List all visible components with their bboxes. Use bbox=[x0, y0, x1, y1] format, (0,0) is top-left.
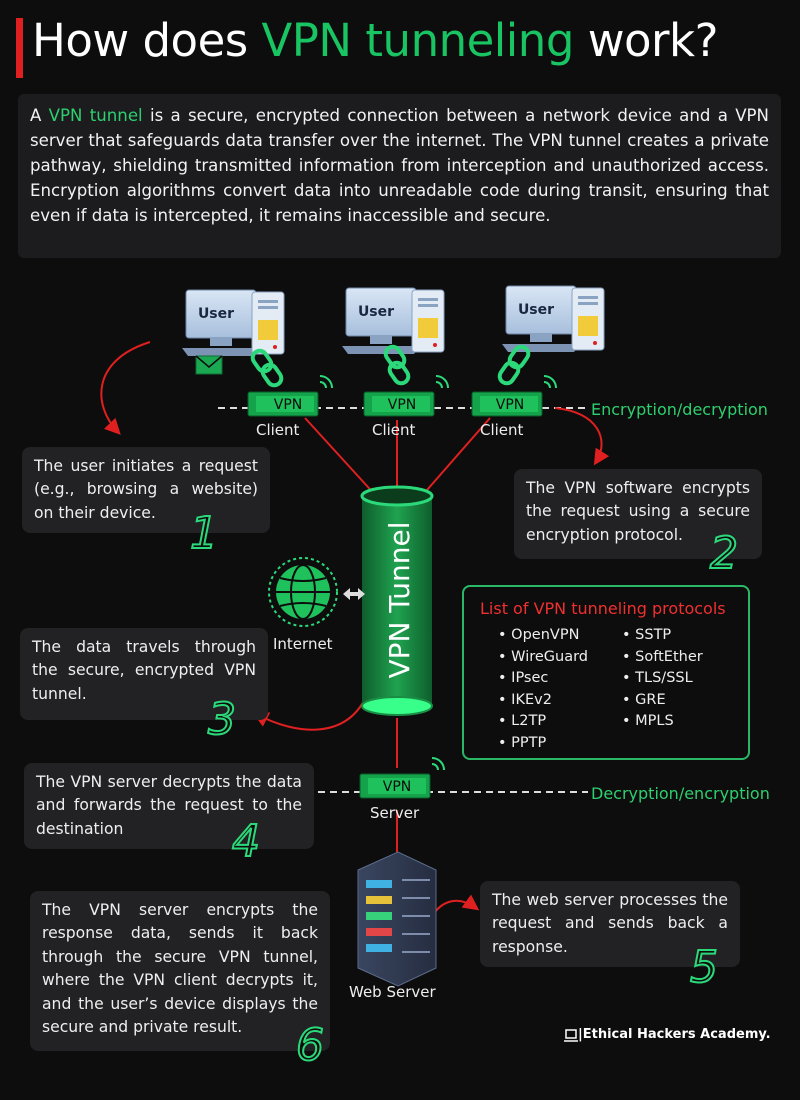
user-label-3: User bbox=[518, 302, 554, 318]
double-arrow-icon bbox=[343, 588, 365, 600]
wifi-icon bbox=[431, 757, 445, 771]
protocol-item: GRE bbox=[622, 690, 703, 712]
vpn-box-client-2 bbox=[363, 375, 449, 417]
intro-paragraph: A VPN tunnel is a secure, encrypted conn… bbox=[18, 94, 781, 258]
client-label-3: Client bbox=[480, 421, 524, 439]
protocol-list-column-2: SSTPSoftEtherTLS/SSLGREMPLS bbox=[622, 625, 703, 733]
protocol-item: WireGuard bbox=[498, 647, 588, 669]
internet-label: Internet bbox=[273, 635, 333, 653]
step-5-text: The web server processes the request and… bbox=[492, 891, 728, 956]
arrow-to-step1 bbox=[100, 341, 151, 435]
server-label: Server bbox=[370, 804, 420, 822]
step-4-text: The VPN server decrypts the data and for… bbox=[36, 773, 302, 838]
step-4-number: 4 bbox=[231, 816, 261, 867]
globe-icon bbox=[268, 557, 338, 627]
intro-body: is a secure, encrypted connection betwee… bbox=[30, 106, 769, 225]
vpn-tunnel-label: VPN Tunnel bbox=[383, 522, 416, 679]
title-part1: How does bbox=[32, 14, 262, 67]
title-accent-bar bbox=[16, 18, 23, 78]
step-5-note: The web server processes the request and… bbox=[480, 881, 740, 967]
title-part2: work? bbox=[573, 14, 719, 67]
wifi-icon bbox=[435, 375, 449, 389]
client-label-1: Client bbox=[256, 421, 300, 439]
vpn-label-client-2: VPN bbox=[388, 397, 417, 413]
protocol-list-box: List of VPN tunneling protocols OpenVPNW… bbox=[462, 585, 750, 760]
vpn-box-client-3 bbox=[471, 375, 557, 417]
page-title: How does VPN tunneling work? bbox=[32, 14, 718, 67]
brand-logo-icon bbox=[564, 1029, 578, 1042]
step-1-note: The user initiates a request (e.g., brow… bbox=[22, 447, 270, 533]
protocol-item: SoftEther bbox=[622, 647, 703, 669]
protocol-item: PPTP bbox=[498, 733, 588, 755]
title-highlight: VPN tunneling bbox=[261, 14, 575, 67]
web-server-label: Web Server bbox=[349, 983, 436, 1001]
intro-lead: A bbox=[30, 106, 49, 125]
step-3-text: The data travels through the secure, enc… bbox=[32, 638, 256, 703]
step-6-text: The VPN server encrypts the response dat… bbox=[42, 901, 318, 1037]
vpn-label-client-1: VPN bbox=[274, 397, 303, 413]
web-server-rack-icon bbox=[357, 851, 437, 987]
vpn-box-client-1 bbox=[247, 375, 333, 417]
step-5-number: 5 bbox=[689, 942, 719, 993]
protocol-item: IKEv2 bbox=[498, 690, 588, 712]
protocol-item: TLS/SSL bbox=[622, 668, 703, 690]
user-label-2: User bbox=[358, 304, 394, 320]
step-1-number: 1 bbox=[189, 508, 219, 559]
wifi-icon bbox=[319, 375, 333, 389]
protocol-item: OpenVPN bbox=[498, 625, 588, 647]
brand-name: |Ethical Hackers Academy. bbox=[578, 1027, 771, 1042]
protocol-item: IPsec bbox=[498, 668, 588, 690]
protocol-item: MPLS bbox=[622, 711, 703, 733]
step-3-note: The data travels through the secure, enc… bbox=[20, 628, 268, 720]
decryption-line-label: Decryption/encryption bbox=[591, 784, 770, 803]
chain-link-icon-3 bbox=[497, 344, 531, 386]
vpn-box-server bbox=[359, 757, 445, 799]
arrow-to-step2 bbox=[554, 407, 610, 466]
step-2-note: The VPN software encrypts the request us… bbox=[514, 469, 762, 559]
protocol-item: L2TP bbox=[498, 711, 588, 733]
vpn-tunnel-cylinder bbox=[360, 485, 434, 716]
step-6-note: The VPN server encrypts the response dat… bbox=[30, 891, 330, 1051]
arrow-to-step3 bbox=[252, 696, 367, 731]
step-2-text: The VPN software encrypts the request us… bbox=[526, 479, 750, 544]
client1-tunnel-line bbox=[304, 417, 379, 499]
step-1-text: The user initiates a request (e.g., brow… bbox=[34, 457, 258, 522]
step-6-number: 6 bbox=[295, 1020, 325, 1071]
client3-tunnel-line bbox=[419, 417, 491, 499]
envelope-icon bbox=[195, 355, 223, 375]
chain-link-icon-2 bbox=[383, 344, 411, 386]
chain-link-icon-1 bbox=[250, 348, 284, 388]
protocol-list-title: List of VPN tunneling protocols bbox=[480, 599, 726, 618]
user-label-1: User bbox=[198, 306, 234, 322]
workstation-3 bbox=[502, 285, 605, 352]
step-4-note: The VPN server decrypts the data and for… bbox=[24, 763, 314, 849]
step-3-number: 3 bbox=[207, 694, 237, 745]
wifi-icon bbox=[543, 375, 557, 389]
step-2-number: 2 bbox=[709, 528, 739, 579]
workstation-1 bbox=[182, 289, 285, 356]
arrow-to-step5 bbox=[429, 894, 480, 921]
workstation-2 bbox=[342, 287, 445, 354]
intro-highlight: VPN tunnel bbox=[48, 106, 143, 125]
protocol-item: SSTP bbox=[622, 625, 703, 647]
vpn-label-server: VPN bbox=[383, 779, 412, 795]
client-label-2: Client bbox=[372, 421, 416, 439]
vpn-label-client-3: VPN bbox=[496, 397, 525, 413]
encryption-line-label: Encryption/decryption bbox=[591, 400, 768, 419]
protocol-list-column-1: OpenVPNWireGuardIPsecIKEv2L2TPPPTP bbox=[498, 625, 588, 754]
